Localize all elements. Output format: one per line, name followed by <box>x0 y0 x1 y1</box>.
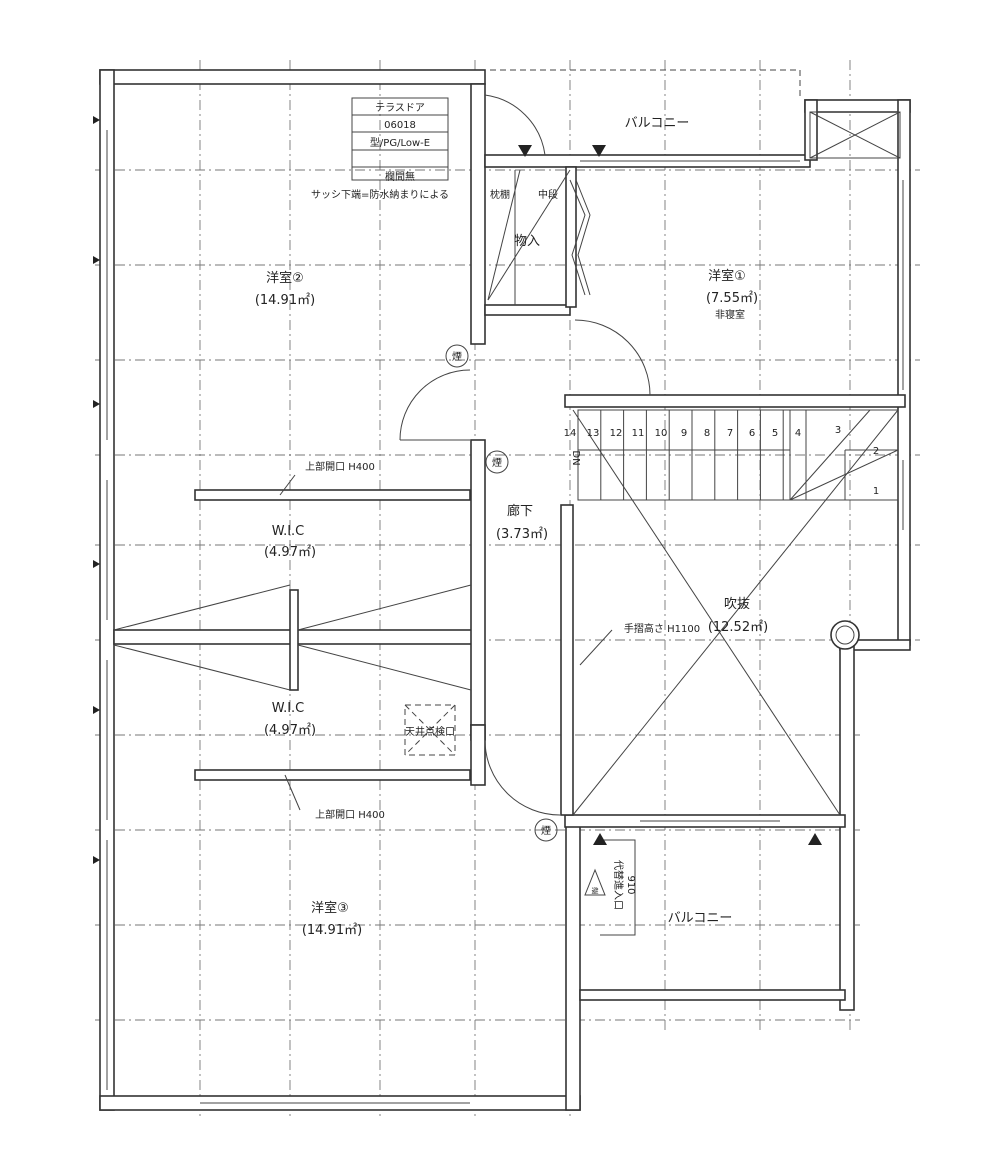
room2-area: (14.91㎡) <box>255 293 315 308</box>
stair-step-number: 12 <box>610 428 623 439</box>
markers <box>93 116 822 864</box>
stair-step-number: 14 <box>564 428 577 439</box>
stair-step-number: 2 <box>873 446 879 457</box>
doors <box>399 94 651 816</box>
wic-upper-name: W.I.C <box>272 524 305 539</box>
stair-dn-label: DN <box>570 450 581 465</box>
closet-label: 物入 <box>514 234 540 249</box>
room1-note: 非寝室 <box>715 308 745 321</box>
wic-upper-area: (4.97㎡) <box>264 545 316 560</box>
wic-rails <box>113 489 472 781</box>
ceiling-hatch-symbol <box>404 704 456 756</box>
arrow-marker <box>808 833 822 845</box>
entry-bracket <box>584 839 636 936</box>
opening-lower-label: 上部開口 H400 <box>315 808 385 821</box>
closet-shelf-1: 枕棚 <box>490 188 510 201</box>
stair-step-number: 11 <box>632 428 645 439</box>
corridor-name: 廊下 <box>507 503 533 519</box>
stair-step-number: 5 <box>772 428 778 439</box>
opening-upper-label: 上部開口 H400 <box>305 460 375 473</box>
entry-width: 910 <box>625 875 636 894</box>
spec-transom: 欄間無 <box>385 170 415 183</box>
windows <box>106 111 904 1104</box>
arrow-marker <box>593 833 607 845</box>
void-name: 吹抜 <box>724 596 750 612</box>
stair-step-number: 9 <box>681 428 687 439</box>
wic-lower-area: (4.97㎡) <box>264 723 316 738</box>
staircase <box>577 409 899 501</box>
room2-name: 洋室② <box>266 270 304 286</box>
room3-name: 洋室③ <box>311 900 349 916</box>
stair-step-number: 6 <box>749 428 755 439</box>
stair-step-number: 8 <box>704 428 710 439</box>
balcony-top-label: バルコニー <box>625 116 690 131</box>
smoke-detector-icon <box>445 344 469 368</box>
room1-name: 洋室① <box>708 268 746 284</box>
corridor-area: (3.73㎡) <box>496 527 548 542</box>
stair-step-numbers: 14 13 12 11 10 9 8 7 6 5 4 3 2 1 <box>564 425 880 497</box>
stair-step-number: 3 <box>835 425 841 436</box>
stair-step-number: 4 <box>795 428 801 439</box>
arrow-marker <box>518 145 532 157</box>
balcony-bottom-label: バルコニー <box>668 911 733 926</box>
smoke-detector-icon <box>485 450 509 474</box>
smoke-label: 煙 <box>452 351 462 363</box>
stair-step-number: 13 <box>587 428 600 439</box>
handrail-label: 手摺高さ H1100 <box>624 622 700 635</box>
room1-area: (7.55㎡) <box>706 291 758 306</box>
void-cross <box>572 409 899 816</box>
ceiling-hatch-label: 天井点検口 <box>405 725 455 738</box>
stair-step-number: 10 <box>655 428 668 439</box>
void-area: (12.52㎡) <box>708 620 768 635</box>
entry-mark: 避 <box>592 886 599 895</box>
spec-note: サッシ下端=防水納まりによる <box>311 188 449 201</box>
room3-area: (14.91㎡) <box>302 923 362 938</box>
stair-step-number: 7 <box>727 428 733 439</box>
entry-label: 代替進入口 <box>612 860 625 910</box>
spec-title: テラスドア <box>375 102 425 114</box>
window-spec-box <box>351 97 449 181</box>
stair-step-number: 1 <box>873 486 879 497</box>
smoke-detector-icon <box>534 818 558 842</box>
closet-shelf-2: 中段 <box>538 188 558 201</box>
closet-shelves <box>487 169 571 305</box>
spec-type: 型/PG/Low-E <box>370 136 430 149</box>
wic-lower-name: W.I.C <box>272 701 305 716</box>
walls <box>99 69 911 1111</box>
smoke-label: 煙 <box>541 825 551 837</box>
spec-code: 06018 <box>384 120 416 131</box>
smoke-label: 煙 <box>492 457 502 469</box>
arrow-marker <box>592 145 606 157</box>
